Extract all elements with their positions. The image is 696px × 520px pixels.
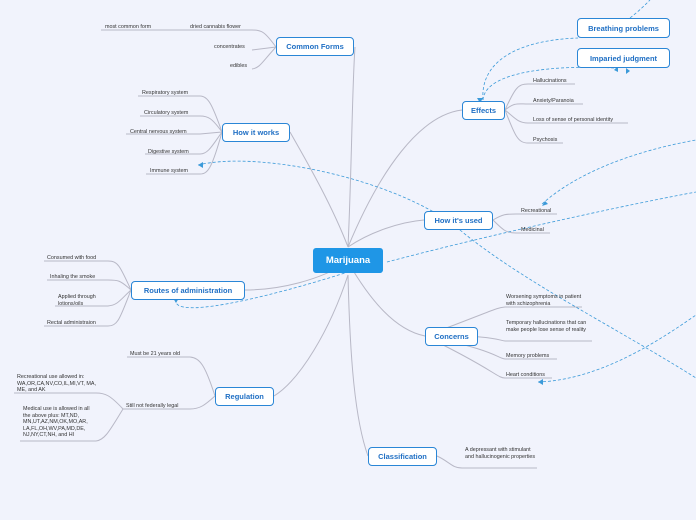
leaf-heart-conditions[interactable]: Heart conditions xyxy=(506,372,545,378)
leaf-concentrates[interactable]: concentrates xyxy=(214,44,245,50)
leaf-inhaling-smoke[interactable]: Inhaling the smoke xyxy=(50,274,96,280)
topic-impaired-judgment[interactable]: Imparied judgment xyxy=(577,48,670,68)
branch-concerns xyxy=(347,261,426,337)
central-topic[interactable]: Marijuana xyxy=(313,248,383,273)
relation-heart-right xyxy=(537,314,696,383)
leaf-respiratory-system[interactable]: Respiratory system xyxy=(142,90,189,96)
leaf-must-be-21[interactable]: Must be 21 years old xyxy=(130,351,181,357)
leaf-not-federally-legal[interactable]: Still not federally legal xyxy=(126,403,179,409)
leaf-loss-of-identity[interactable]: Loss of sense of personal identity xyxy=(533,117,614,123)
topic-routes[interactable]: Routes of administration xyxy=(131,281,245,300)
relation-usage-right xyxy=(459,229,696,379)
leaf-central-nervous-system[interactable]: Central nervous system xyxy=(130,129,187,135)
relation-effects-breathing xyxy=(482,37,579,101)
relation-routes xyxy=(175,271,349,309)
leaf-psychosis[interactable]: Psychosis xyxy=(533,137,558,143)
relation-effects-impaired xyxy=(482,66,615,101)
leaf-schizophrenia[interactable]: Worsening symptoms in patient with schiz… xyxy=(506,294,582,307)
leaf-depressant[interactable]: A depressant with stimulant and hallucin… xyxy=(465,447,536,460)
branch-effects xyxy=(347,109,463,248)
topic-concerns[interactable]: Concerns xyxy=(425,327,478,346)
leaf-temporary-hallucinations[interactable]: Temporary hallucinations that can make p… xyxy=(506,320,587,333)
leaf-recreational[interactable]: Recreational xyxy=(521,208,552,214)
topic-breathing-problems[interactable]: Breathing problems xyxy=(577,18,670,38)
branch-cf-flower xyxy=(251,29,277,48)
topic-how-it-works[interactable]: How it works xyxy=(222,123,290,142)
topic-how-its-used[interactable]: How it's used xyxy=(424,211,493,230)
topic-classification[interactable]: Classification xyxy=(368,447,437,466)
leaf-medical-states[interactable]: Medical use is allowed in all the above … xyxy=(23,406,90,439)
relation-immune-usage xyxy=(197,160,461,231)
branch-cf-concentrates xyxy=(251,46,277,51)
topic-regulation[interactable]: Regulation xyxy=(215,387,274,406)
topic-effects[interactable]: Effects xyxy=(462,101,505,120)
leaf-anxiety-paranoia[interactable]: Anxiety/Paranoia xyxy=(533,98,574,104)
branch-cf-edibles xyxy=(251,46,277,70)
leaf-memory-problems[interactable]: Memory problems xyxy=(506,353,550,359)
branch-regulation xyxy=(273,274,349,397)
leaf-hallucinations[interactable]: Hallucinations xyxy=(533,78,567,84)
branch-how-it-works xyxy=(289,131,349,248)
relation-recreational-right xyxy=(541,139,696,205)
relation-breathing-top xyxy=(629,0,651,19)
branch-how-its-used xyxy=(347,219,425,248)
relation-central-right xyxy=(386,191,696,263)
leaf-rectal[interactable]: Rectal administraion xyxy=(47,320,96,326)
leaf-edibles[interactable]: edibles xyxy=(230,63,248,69)
leaf-dried-cannabis-flower[interactable]: dried cannabis flower xyxy=(190,24,241,30)
leaf-digestive-system[interactable]: Digestive system xyxy=(148,149,189,155)
leaf-circulatory-system[interactable]: Circulatory system xyxy=(144,110,189,116)
leaf-most-common-form[interactable]: most common form xyxy=(105,24,152,30)
leaf-medicinal[interactable]: Medicinal xyxy=(521,227,544,233)
branch-classification xyxy=(347,274,369,457)
leaf-immune-system[interactable]: Immune system xyxy=(150,168,189,174)
branch-common-forms xyxy=(347,46,356,248)
leaf-consumed-with-food[interactable]: Consumed with food xyxy=(47,255,97,261)
topic-common-forms[interactable]: Common Forms xyxy=(276,37,354,56)
leaf-recreational-states[interactable]: Recreational use allowed in: WA,OR,CA,NV… xyxy=(17,374,96,394)
leaf-lotions-oils[interactable]: Applied through lotions/oils xyxy=(58,294,96,307)
